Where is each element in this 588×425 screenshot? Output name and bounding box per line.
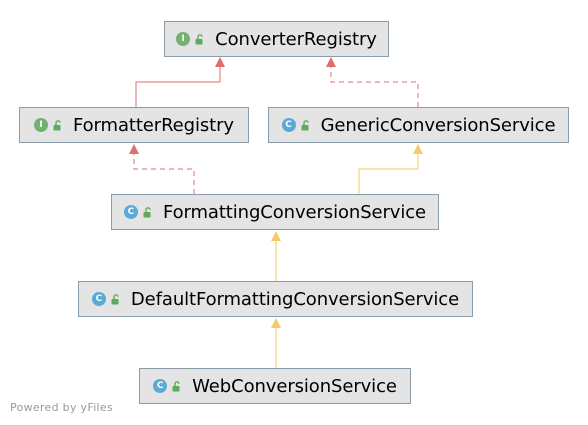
edge-formatter-registry-to-converter-registry <box>135 57 225 107</box>
node-label: DefaultFormattingConversionService <box>130 288 460 310</box>
unlocked-icon <box>111 293 119 304</box>
class-icon: C <box>281 118 296 132</box>
arrowhead <box>326 57 336 67</box>
edge-web-conversion-to-default-formatting-conversion-service <box>271 318 281 368</box>
arrowhead <box>215 57 225 67</box>
edge-default-formatting-to-formatting-conversion-service <box>271 231 281 281</box>
class-icon: C <box>153 379 168 393</box>
class-icon: C <box>91 292 106 306</box>
arrowhead <box>129 144 139 154</box>
arrowhead <box>271 318 281 328</box>
unlocked-icon <box>195 33 203 44</box>
unlocked-icon <box>172 380 180 391</box>
node-label: GenericConversionService <box>320 114 556 136</box>
unlocked-icon <box>53 119 61 130</box>
node-label: WebConversionService <box>192 375 397 397</box>
interface-icon: I <box>34 118 49 132</box>
edge-generic-conversion-service-to-converter-registry <box>326 57 419 107</box>
class-icon: C <box>123 205 138 219</box>
powered-by-footer: Powered by yFiles <box>10 401 113 414</box>
unlocked-icon <box>301 119 309 130</box>
node-label: FormattingConversionService <box>162 201 427 223</box>
node-formatter-registry[interactable]: I FormatterRegistry <box>19 107 249 143</box>
edge-formatting-conversion-service-to-generic-conversion-service <box>358 144 423 194</box>
node-label: ConverterRegistry <box>215 28 377 50</box>
unlocked-icon <box>143 206 151 217</box>
node-generic-conversion-service[interactable]: C GenericConversionService <box>268 107 569 143</box>
node-converter-registry[interactable]: I ConverterRegistry <box>164 21 389 57</box>
arrowhead <box>271 231 281 241</box>
interface-icon: I <box>176 32 191 46</box>
node-web-conversion-service[interactable]: C WebConversionService <box>139 368 411 404</box>
edge-formatting-conversion-service-to-formatter-registry <box>129 144 195 194</box>
node-label: FormatterRegistry <box>73 114 234 136</box>
arrowhead <box>413 144 423 154</box>
node-default-formatting-conversion-service[interactable]: C DefaultFormattingConversionService <box>78 281 473 317</box>
node-formatting-conversion-service[interactable]: C FormattingConversionService <box>111 194 439 230</box>
